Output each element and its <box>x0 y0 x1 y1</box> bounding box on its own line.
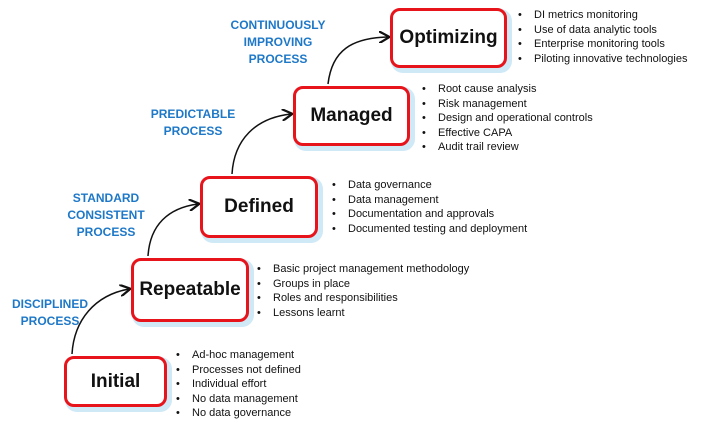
arrow-repeatable-defined <box>147 204 198 257</box>
list-item: Ad-hoc management <box>176 348 301 363</box>
list-item: Basic project management methodology <box>257 262 469 277</box>
list-item: Root cause analysis <box>422 82 593 97</box>
list-item: Use of data analytic tools <box>518 23 688 38</box>
level-initial-box: Initial <box>64 356 167 407</box>
list-item: Processes not defined <box>176 363 301 378</box>
level-managed-box: Managed <box>293 86 410 146</box>
list-item: Lessons learnt <box>257 306 469 321</box>
list-item: Risk management <box>422 97 593 112</box>
level-defined-box: Defined <box>200 176 318 238</box>
arrow-managed-optimizing <box>327 37 388 85</box>
initial-list: Ad-hoc management Processes not defined … <box>176 348 301 421</box>
list-item: Documentation and approvals <box>332 207 527 222</box>
process-label-predictable: PREDICTABLE PROCESS <box>150 107 236 138</box>
process-label-standard: STANDARD CONSISTENT PROCESS <box>67 191 145 239</box>
arrow-initial-repeatable <box>71 289 129 355</box>
list-item: Design and operational controls <box>422 111 593 126</box>
list-item: Piloting innovative technologies <box>518 52 688 67</box>
list-item: Effective CAPA <box>422 126 593 141</box>
managed-list: Root cause analysis Risk management Desi… <box>422 82 593 155</box>
list-item: Groups in place <box>257 277 469 292</box>
repeatable-list: Basic project management methodology Gro… <box>257 262 469 320</box>
list-item: DI metrics monitoring <box>518 8 688 23</box>
list-item: Enterprise monitoring tools <box>518 37 688 52</box>
list-item: No data governance <box>176 406 301 421</box>
defined-list: Data governance Data management Document… <box>332 178 527 236</box>
list-item: Roles and responsibilities <box>257 291 469 306</box>
list-item: No data management <box>176 392 301 407</box>
level-repeatable-box: Repeatable <box>131 258 249 322</box>
arrow-defined-managed <box>231 114 291 175</box>
process-label-disciplined: DISCIPLINED PROCESS <box>11 297 88 328</box>
list-item: Documented testing and deployment <box>332 222 527 237</box>
list-item: Audit trail review <box>422 140 593 155</box>
level-optimizing-box: Optimizing <box>390 8 507 68</box>
list-item: Individual effort <box>176 377 301 392</box>
list-item: Data governance <box>332 178 527 193</box>
process-label-continuous: CONTINUOUSLY IMPROVING PROCESS <box>230 18 326 66</box>
list-item: Data management <box>332 193 527 208</box>
optimizing-list: DI metrics monitoring Use of data analyt… <box>518 8 688 66</box>
